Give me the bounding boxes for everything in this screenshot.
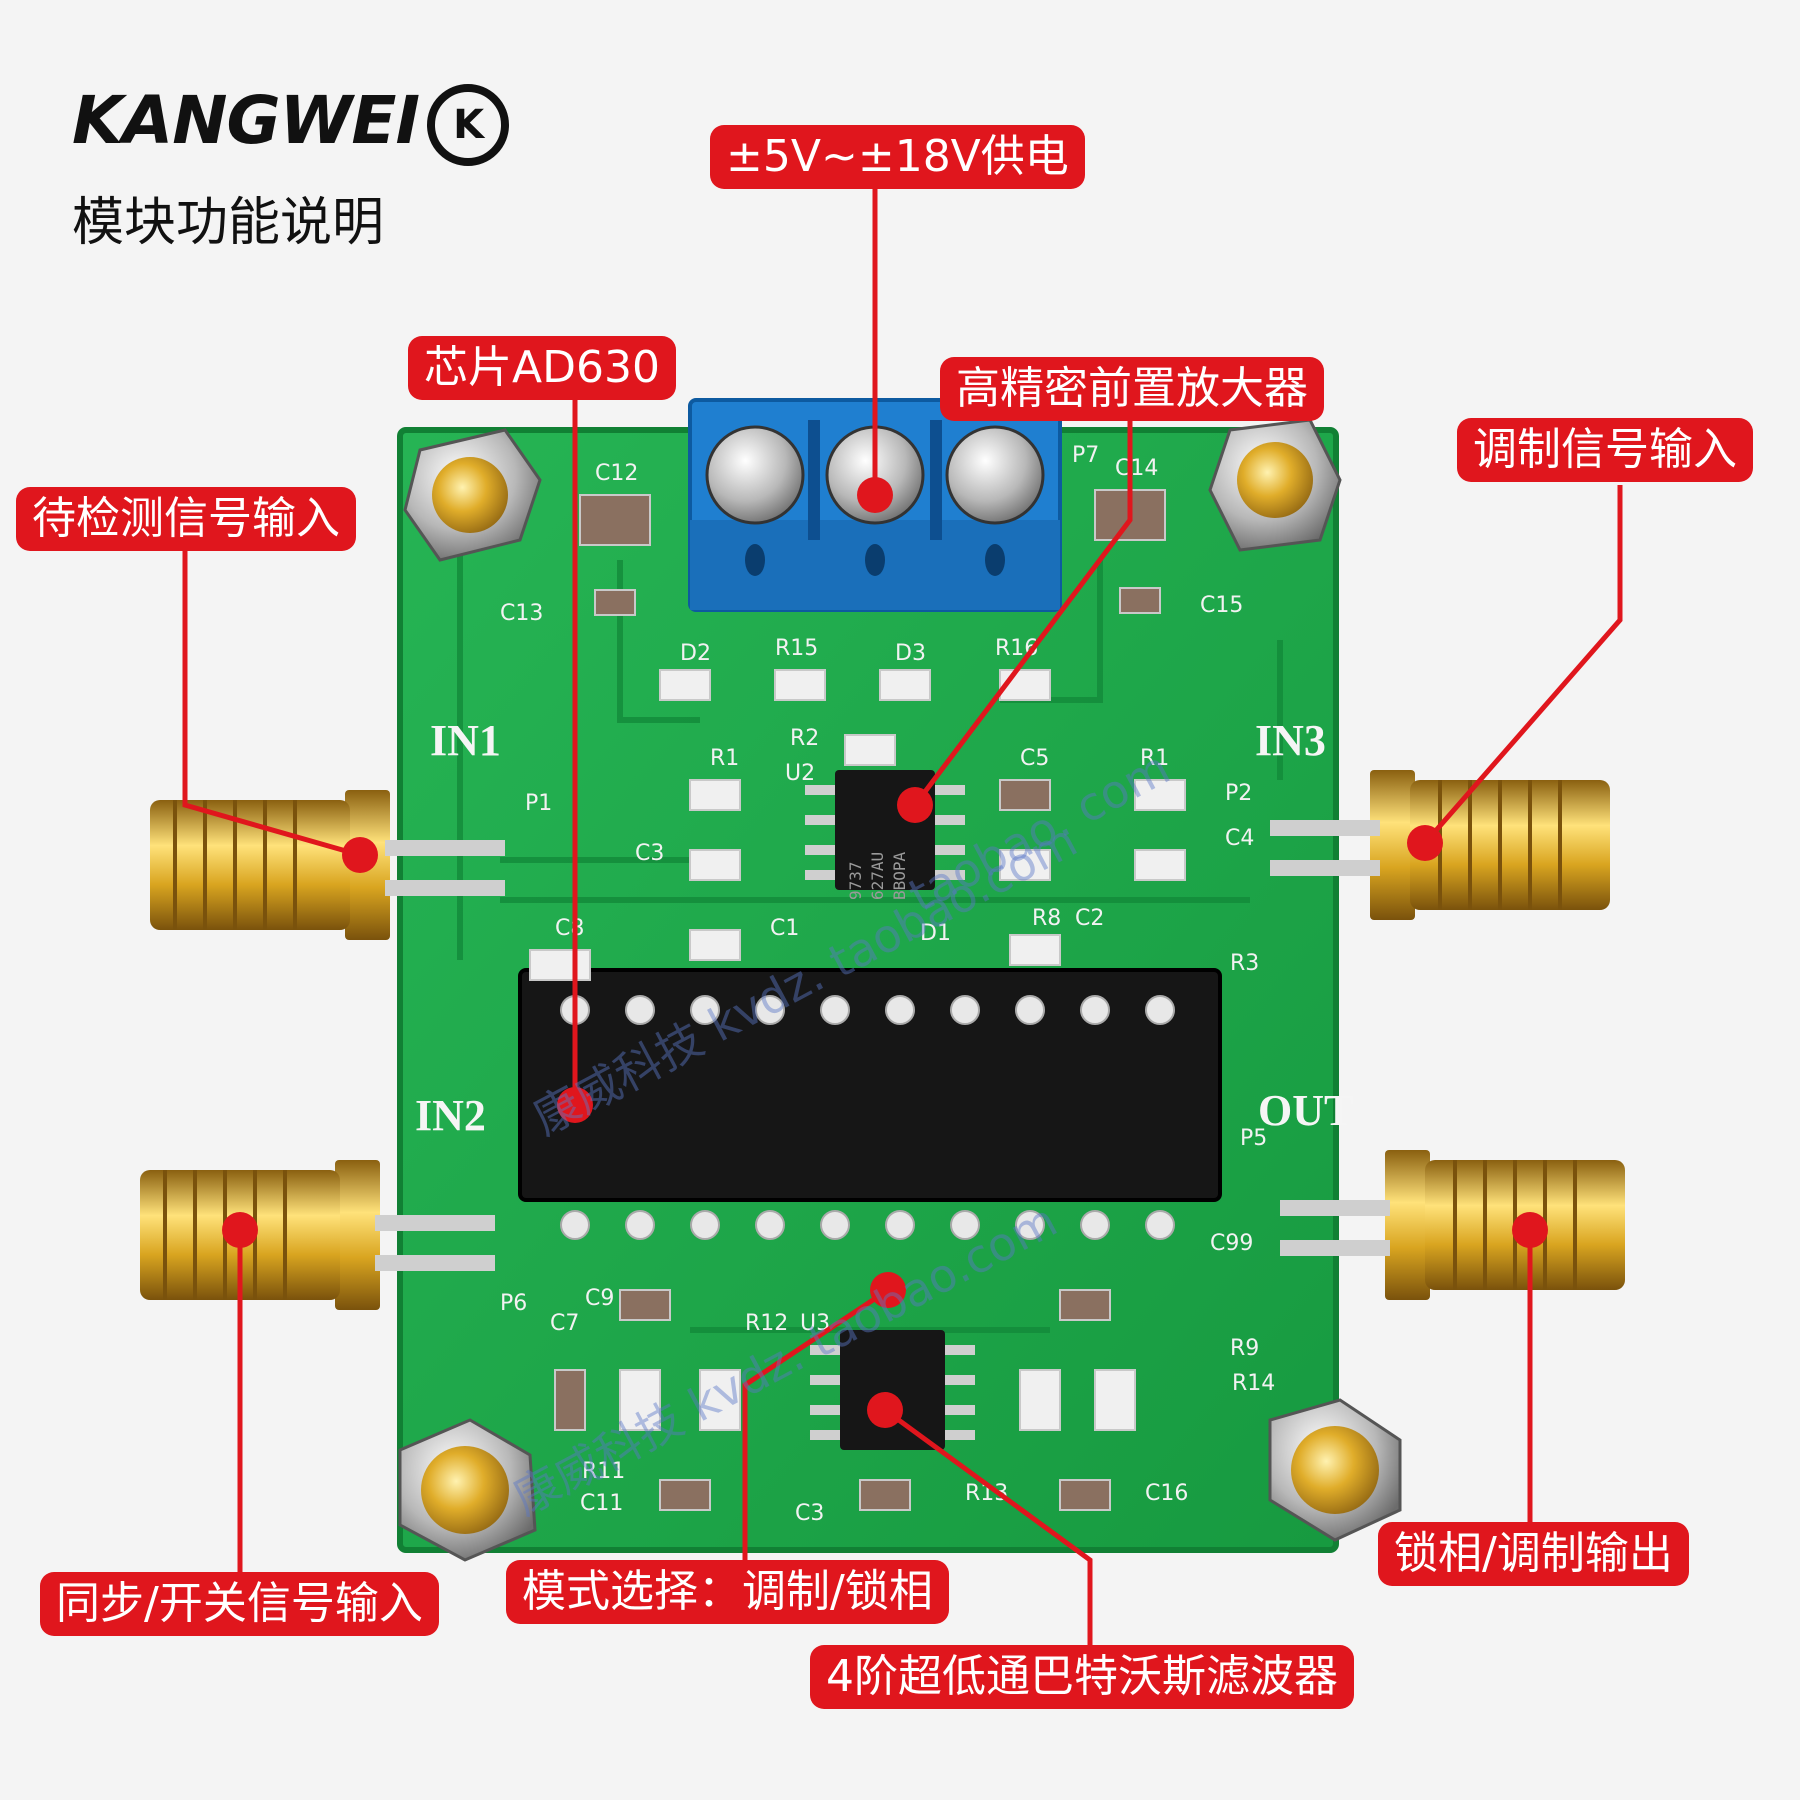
silk-c9: C9 — [585, 1286, 614, 1311]
silk-c8: C8 — [555, 916, 584, 941]
silk-c13: C13 — [500, 601, 543, 626]
silk-r1: R1 — [710, 746, 739, 771]
callout-lines — [182, 185, 1623, 1650]
silk-c2: C2 — [1075, 906, 1104, 931]
silk-c12: C12 — [595, 461, 638, 486]
logo-text: KANGWEI — [72, 82, 420, 159]
silk-p6: P6 — [500, 1291, 527, 1316]
label-sync-switch-input: 同步/开关信号输入 — [40, 1572, 439, 1636]
silk-c4: C4 — [1225, 826, 1254, 851]
silk-r9: R9 — [1230, 1336, 1259, 1361]
silk-p7: P7 — [1072, 443, 1099, 468]
silk-c7: C7 — [550, 1311, 579, 1336]
opamp-marking: BBOPA 627AU 9737 — [846, 851, 909, 900]
silk-c14: C14 — [1115, 456, 1158, 481]
label-precision-preamp: 高精密前置放大器 — [940, 357, 1324, 421]
label-butterworth-filter: 4阶超低通巴特沃斯滤波器 — [810, 1645, 1354, 1709]
callout-dots — [222, 477, 1548, 1428]
opamp-marking-line-1: BBOPA — [890, 851, 909, 900]
corner-standoffs — [398, 418, 1402, 1562]
filter-u3-chip — [810, 1330, 975, 1450]
silk-d3: D3 — [895, 641, 926, 666]
silk-c3: C3 — [635, 841, 664, 866]
silk-c15: C15 — [1200, 593, 1243, 618]
silk-d2: D2 — [680, 641, 711, 666]
silk-r14: R14 — [1232, 1371, 1275, 1396]
sma-connector-in3 — [1270, 770, 1610, 920]
port-label-in3: IN3 — [1255, 716, 1326, 765]
label-lockin-output: 锁相/调制输出 — [1378, 1522, 1689, 1586]
label-mode-select: 模式选择：调制/锁相 — [506, 1560, 949, 1624]
silk-r1b: R1 — [1140, 746, 1169, 771]
silk-p1: P1 — [525, 791, 552, 816]
silk-r8: R8 — [1032, 906, 1061, 931]
silk-c16: C16 — [1145, 1481, 1188, 1506]
silk-r3: R3 — [1230, 951, 1259, 976]
silk-p2: P2 — [1225, 781, 1252, 806]
silkscreen-designators: C12 C14 P7 C13 C15 D2 R15 D3 R16 R2 R1 U… — [500, 443, 1275, 1526]
silk-p5: P5 — [1240, 1126, 1267, 1151]
port-label-in1: IN1 — [430, 716, 501, 765]
silk-c11: C11 — [580, 1491, 623, 1516]
silk-r2: R2 — [790, 726, 819, 751]
silk-c5: C5 — [1020, 746, 1049, 771]
silk-r11: R11 — [582, 1459, 625, 1484]
silk-d1: D1 — [920, 921, 951, 946]
port-label-in2: IN2 — [415, 1091, 486, 1140]
silk-u2: U2 — [785, 761, 815, 786]
silk-r15: R15 — [775, 636, 818, 661]
silk-c99: C99 — [1210, 1231, 1253, 1256]
label-detect-input: 待检测信号输入 — [16, 487, 356, 551]
label-modulation-input: 调制信号输入 — [1457, 418, 1753, 482]
label-chip-ad630: 芯片AD630 — [408, 336, 676, 400]
opamp-marking-line-2: 627AU — [868, 852, 887, 900]
logo-mark-icon: K — [427, 83, 510, 166]
page-subtitle: 模块功能说明 — [72, 193, 385, 253]
silk-c1: C1 — [770, 916, 799, 941]
label-power-supply: ±5V~±18V供电 — [710, 125, 1085, 189]
silk-c3b: C3 — [795, 1501, 824, 1526]
ad630-dip-chip — [518, 968, 1222, 1240]
silk-r12: R12 — [745, 1311, 788, 1336]
opamp-marking-line-3: 9737 — [846, 861, 865, 900]
port-label-out: OUT — [1258, 1086, 1353, 1135]
